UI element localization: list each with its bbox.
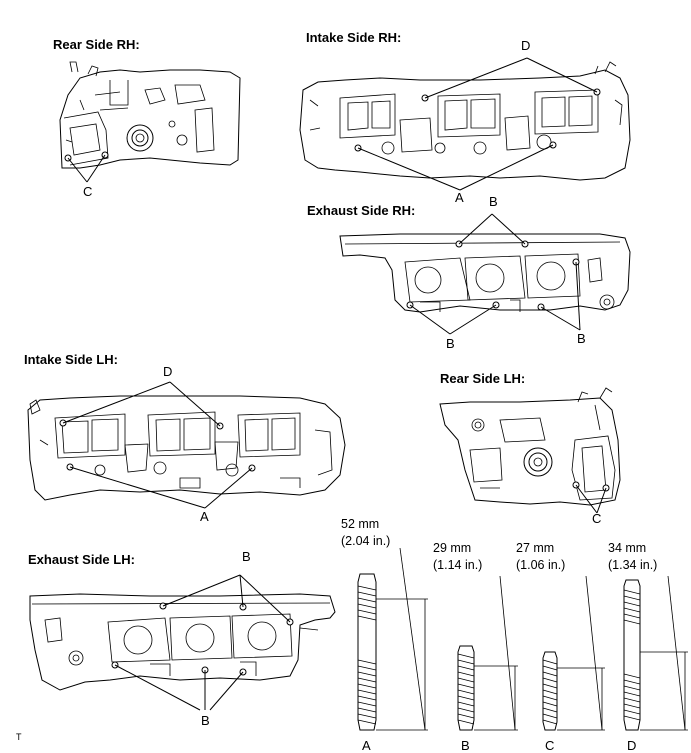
callout-d-intake-rh: D <box>521 38 531 53</box>
callout-a-intake-rh: A <box>455 190 464 205</box>
stud-d-length-mm: 34 mm <box>608 541 647 555</box>
exhaust-side-lh-drawing <box>29 574 336 711</box>
callout-c-rear-lh: C <box>592 511 602 526</box>
stud-c-label: C <box>545 738 555 753</box>
exhaust-side-lh-title: Exhaust Side LH: <box>28 552 135 567</box>
stud-a-drawing <box>357 547 428 731</box>
intake-side-lh-drawing <box>27 381 346 509</box>
rear-side-lh-drawing <box>439 387 621 514</box>
stud-a-dimension: 52 mm (2.04 in.) <box>341 516 390 550</box>
stud-a-length-mm: 52 mm <box>341 517 380 531</box>
stud-b-length-in: (1.14 in.) <box>433 558 483 572</box>
callout-a-intake-lh: A <box>200 509 209 524</box>
stud-c-length-mm: 27 mm <box>516 541 555 555</box>
stud-a-length-in: (2.04 in.) <box>341 534 391 548</box>
stud-a-label: A <box>362 738 371 753</box>
stud-b-dimension: 29 mm (1.14 in.) <box>433 540 482 574</box>
stud-b-length-mm: 29 mm <box>433 541 472 555</box>
rear-side-rh-drawing <box>59 61 241 183</box>
intake-side-rh-title: Intake Side RH: <box>306 30 402 45</box>
stud-c-drawing <box>542 575 605 731</box>
stud-c-dimension: 27 mm (1.06 in.) <box>516 540 565 574</box>
exhaust-side-rh-drawing <box>339 213 631 335</box>
callout-b-exhaust-rh-right: B <box>577 331 586 346</box>
rear-side-lh-title: Rear Side LH: <box>440 371 526 386</box>
stud-d-drawing <box>623 575 688 731</box>
stud-d-label: D <box>627 738 637 753</box>
exhaust-side-rh-title: Exhaust Side RH: <box>307 203 416 218</box>
callout-b-exhaust-rh-left: B <box>446 336 455 351</box>
callout-b-exhaust-lh-bottom: B <box>201 713 210 728</box>
callout-d-intake-lh: D <box>163 364 173 379</box>
footer-code: T <box>16 732 22 742</box>
intake-side-rh-drawing <box>299 57 631 191</box>
intake-side-lh-title: Intake Side LH: <box>24 352 118 367</box>
stud-c-length-in: (1.06 in.) <box>516 558 566 572</box>
callout-b-exhaust-lh-top: B <box>242 549 251 564</box>
callout-b-exhaust-rh-top: B <box>489 194 498 209</box>
stud-b-label: B <box>461 738 470 753</box>
callout-c-rear-rh: C <box>83 184 93 199</box>
rear-side-rh-title: Rear Side RH: <box>53 37 140 52</box>
stud-d-dimension: 34 mm (1.34 in.) <box>608 540 657 574</box>
stud-b-drawing <box>457 575 518 731</box>
stud-d-length-in: (1.34 in.) <box>608 558 658 572</box>
